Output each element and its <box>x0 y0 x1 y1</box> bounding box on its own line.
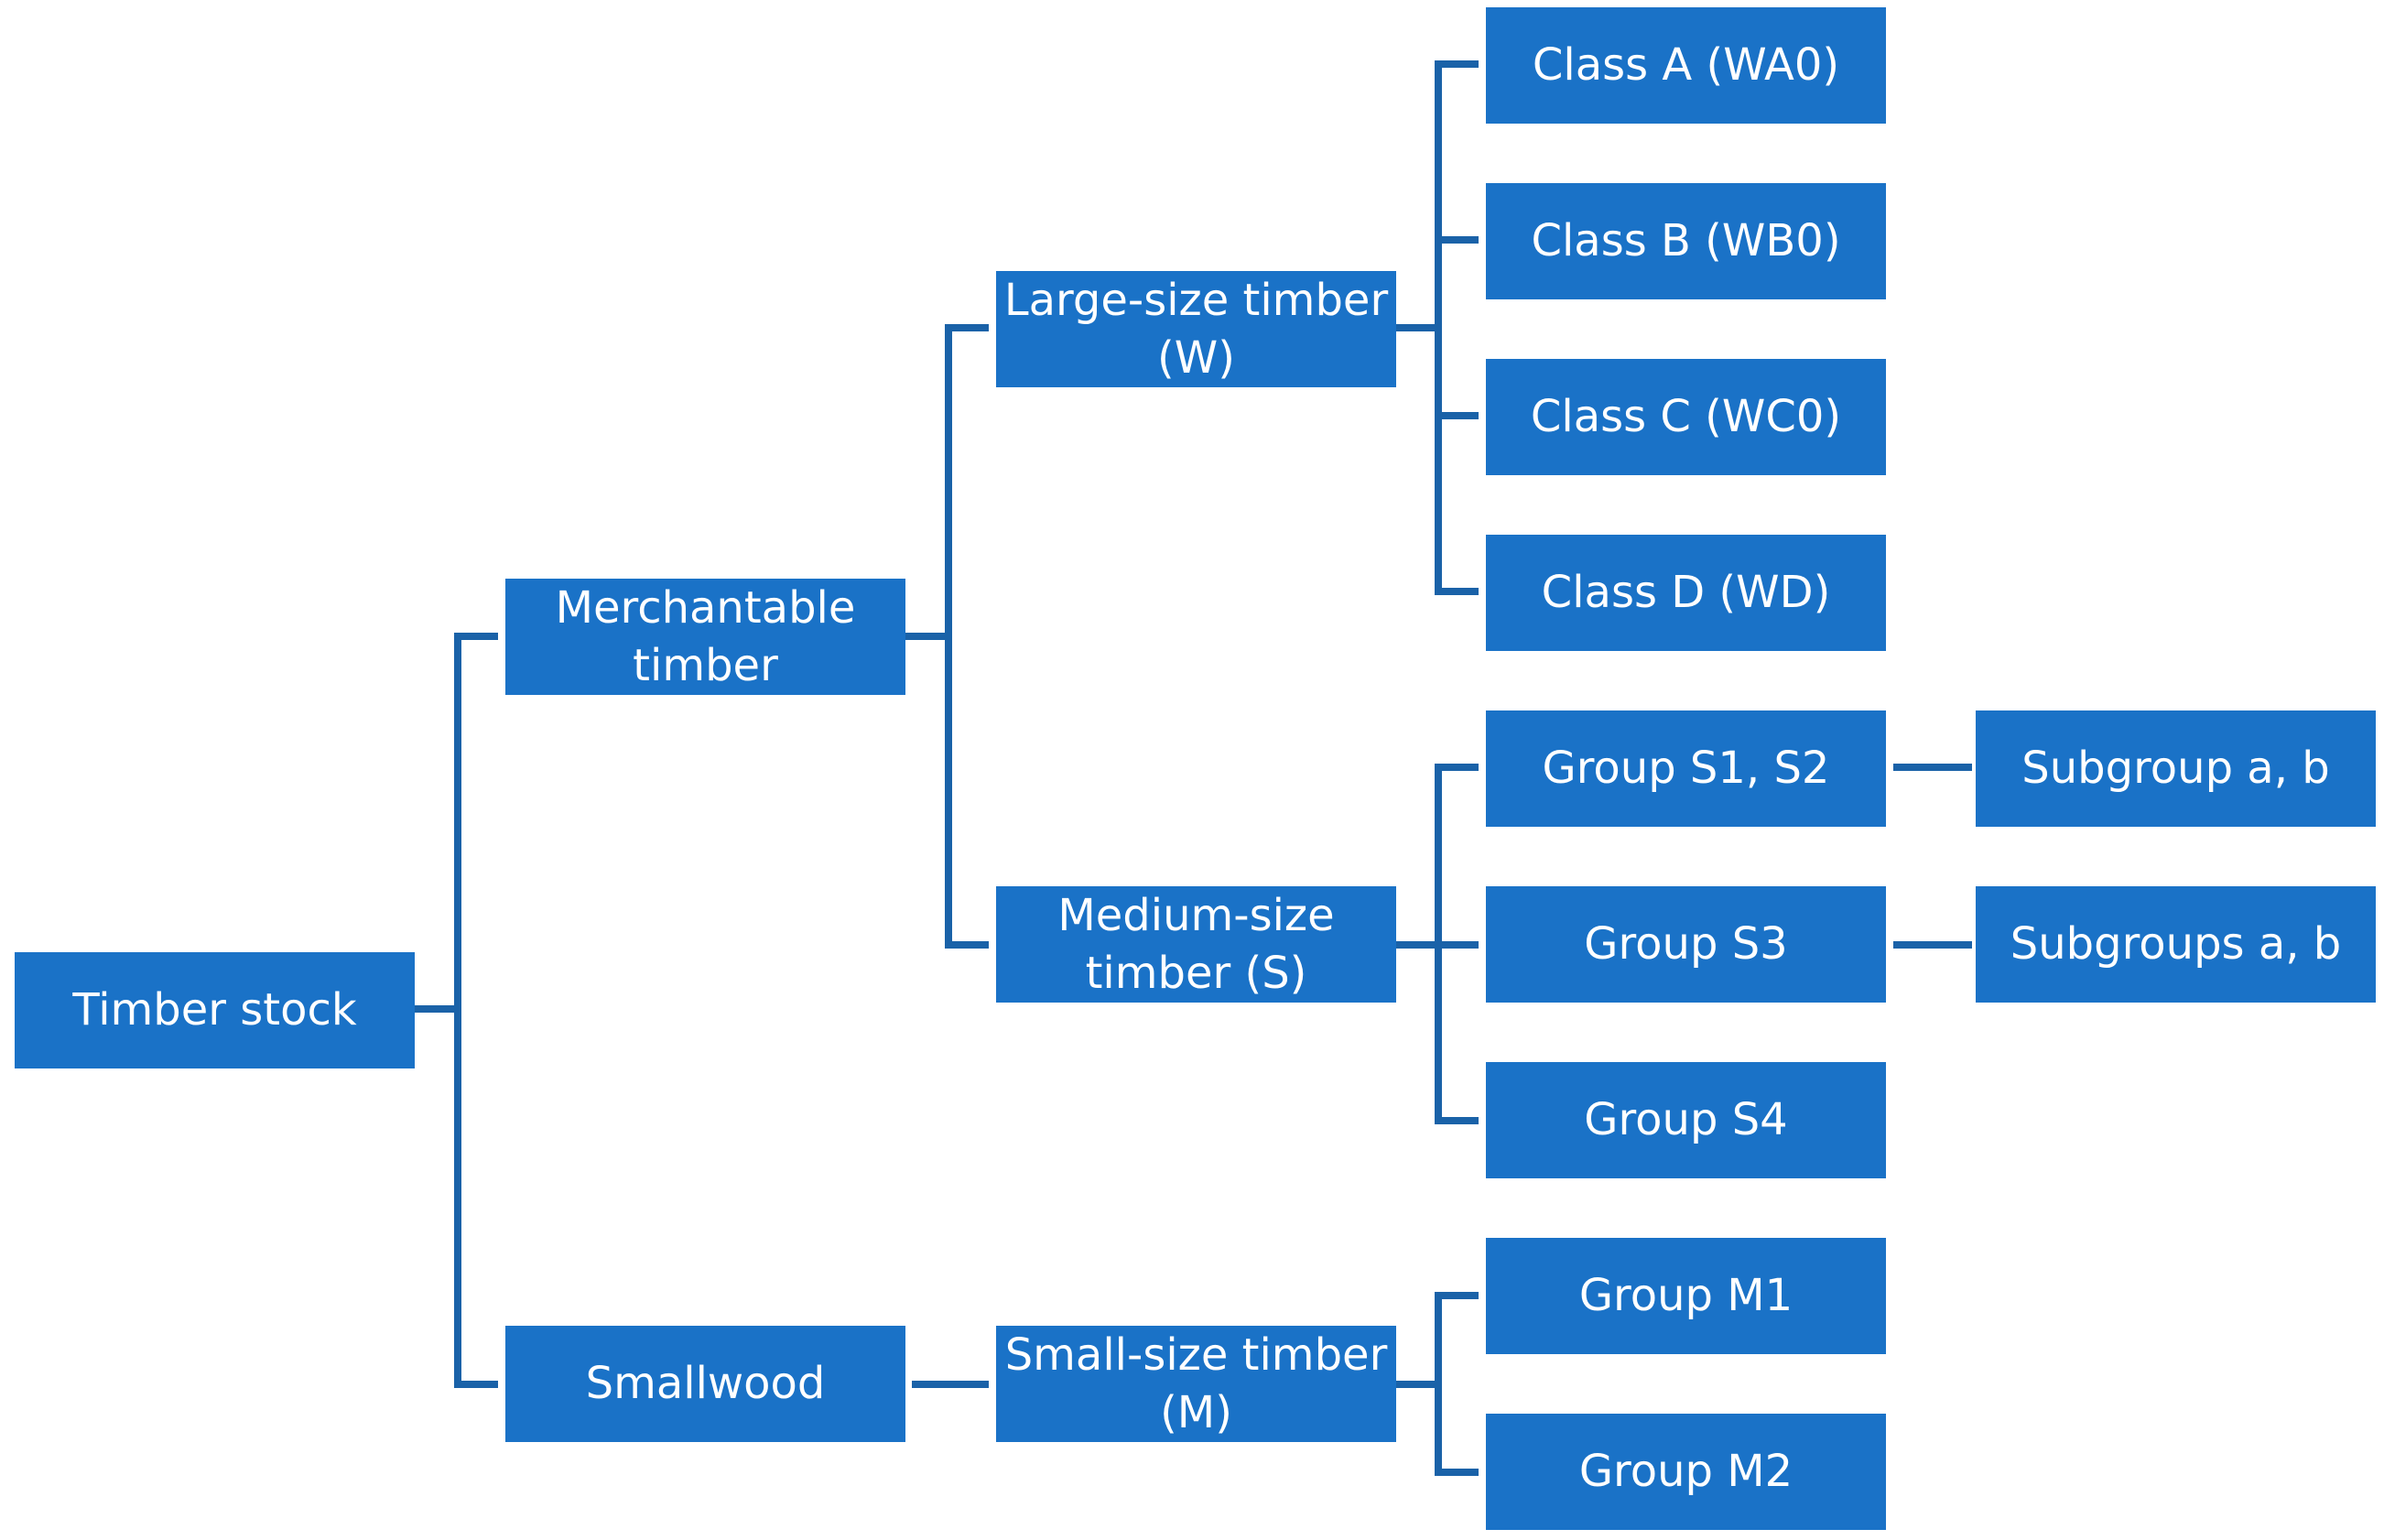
node-smallwood: Smallwood <box>505 1326 905 1442</box>
node-class-d: Class D (WD) <box>1486 535 1886 651</box>
node-timber-stock: Timber stock <box>15 952 415 1068</box>
node-group-s4: Group S4 <box>1486 1062 1886 1178</box>
node-small-size-timber: Small-size timber (M) <box>996 1326 1396 1442</box>
node-medium-size-timber: Medium-size timber (S) <box>996 886 1396 1003</box>
node-merchantable-timber: Merchantable timber <box>505 579 905 695</box>
node-class-a: Class A (WA0) <box>1486 7 1886 124</box>
node-group-m1: Group M1 <box>1486 1238 1886 1354</box>
node-subgroups-a-b: Subgroups a, b <box>1976 886 2376 1003</box>
node-group-m2: Group M2 <box>1486 1414 1886 1530</box>
node-class-b: Class B (WB0) <box>1486 183 1886 299</box>
node-group-s1-s2: Group S1, S2 <box>1486 710 1886 827</box>
node-group-s3: Group S3 <box>1486 886 1886 1003</box>
node-subgroup-a-b: Subgroup a, b <box>1976 710 2376 827</box>
node-large-size-timber: Large-size timber (W) <box>996 271 1396 387</box>
node-class-c: Class C (WC0) <box>1486 359 1886 475</box>
